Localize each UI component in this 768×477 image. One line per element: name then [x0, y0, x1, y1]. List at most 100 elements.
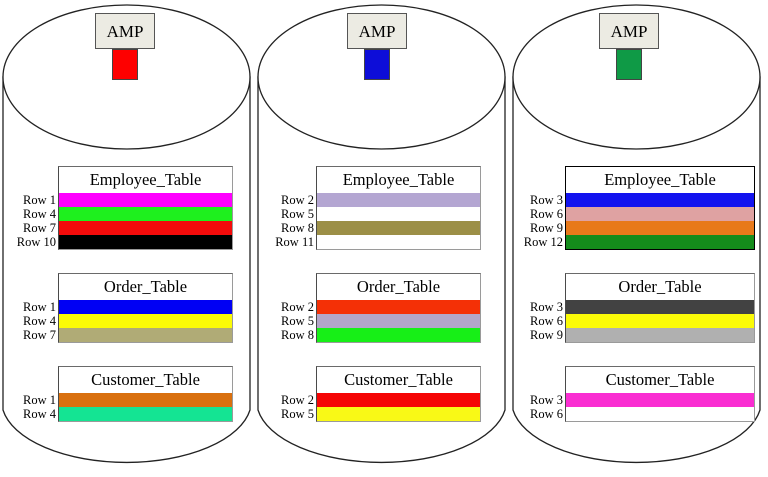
row-color-swatch [317, 328, 480, 343]
row-label: Row 3 [530, 393, 563, 408]
table-row[interactable]: Row 4 [23, 207, 232, 222]
table-title: Customer_Table [317, 367, 480, 394]
row-color-swatch [317, 235, 480, 250]
row-color-swatch [566, 235, 754, 250]
table-stack-3: Employee_Table Row 3 Row 6 Row 9 Row 12 [524, 166, 755, 423]
row-color-swatch [317, 300, 480, 315]
table-customer-1[interactable]: Customer_Table Row 1 Row 4 [23, 366, 233, 423]
table-order-3[interactable]: Order_Table Row 3 Row 6 Row 9 [530, 273, 755, 344]
row-color-swatch [59, 314, 232, 329]
row-color-swatch [317, 221, 480, 236]
row-label: Row 5 [281, 314, 314, 329]
table-stack-1: Employee_Table Row 1 Row 4 Row 7 Row 10 [17, 166, 233, 423]
amp-label-box-2: AMP [347, 13, 407, 49]
row-color-swatch [566, 221, 754, 236]
table-row[interactable]: Row 8 [281, 221, 480, 236]
row-color-swatch [317, 314, 480, 329]
table-row[interactable]: Row 1 [23, 300, 232, 315]
row-label: Row 6 [530, 206, 563, 221]
table-row[interactable]: Row 9 [530, 328, 754, 343]
table-row[interactable]: Row 6 [530, 407, 754, 422]
row-label: Row 11 [275, 234, 314, 249]
amp-label-text: AMP [610, 21, 648, 41]
table-row[interactable]: Row 6 [530, 314, 754, 329]
table-row[interactable]: Row 6 [530, 207, 754, 222]
amp-label-text: AMP [358, 21, 396, 41]
amp-disk-indicator-3 [616, 49, 642, 80]
row-color-swatch [59, 193, 232, 208]
row-label: Row 5 [281, 206, 314, 221]
row-color-swatch [317, 393, 480, 408]
row-label: Row 7 [23, 328, 56, 343]
table-employee-3[interactable]: Employee_Table Row 3 Row 6 Row 9 Row 12 [524, 166, 755, 251]
table-row[interactable]: Row 1 [23, 393, 232, 408]
amp-label-box-3: AMP [599, 13, 659, 49]
row-label: Row 1 [23, 192, 56, 207]
table-row[interactable]: Row 3 [530, 300, 754, 315]
table-title: Order_Table [59, 274, 232, 301]
row-color-swatch [59, 300, 232, 315]
table-employee-1[interactable]: Employee_Table Row 1 Row 4 Row 7 Row 10 [17, 166, 233, 251]
row-label: Row 3 [530, 192, 563, 207]
table-row[interactable]: Row 7 [23, 328, 232, 343]
row-color-swatch [566, 207, 754, 222]
table-title: Employee_Table [566, 167, 754, 194]
table-row[interactable]: Row 2 [281, 193, 480, 208]
amp-node-2[interactable]: AMP [347, 13, 407, 80]
row-color-swatch [317, 207, 480, 222]
table-title: Customer_Table [566, 367, 754, 394]
table-row[interactable]: Row 5 [281, 314, 480, 329]
row-label: Row 5 [281, 407, 314, 422]
table-rows: Row 3 Row 6 [530, 393, 754, 422]
row-color-swatch [566, 193, 754, 208]
amp-label-box-1: AMP [95, 13, 155, 49]
table-row[interactable]: Row 5 [281, 207, 480, 222]
row-label: Row 6 [530, 314, 563, 329]
table-row[interactable]: Row 3 [530, 193, 754, 208]
table-customer-3[interactable]: Customer_Table Row 3 Row 6 [530, 366, 755, 423]
row-color-swatch [59, 207, 232, 222]
amp-disk-indicator-2 [364, 49, 390, 80]
row-color-swatch [317, 193, 480, 208]
row-label: Row 8 [281, 220, 314, 235]
table-title: Order_Table [317, 274, 480, 301]
table-order-1[interactable]: Order_Table Row 1 Row 4 Row 7 [23, 273, 233, 344]
table-row[interactable]: Row 1 [23, 193, 232, 208]
table-title: Employee_Table [317, 167, 480, 194]
table-row[interactable]: Row 12 [524, 235, 754, 250]
amp-node-3[interactable]: AMP [599, 13, 659, 80]
table-title: Order_Table [566, 274, 754, 301]
table-row[interactable]: Row 4 [23, 314, 232, 329]
row-color-swatch [566, 314, 754, 329]
row-color-swatch [59, 407, 232, 422]
table-row[interactable]: Row 8 [281, 328, 480, 343]
table-row[interactable]: Row 2 [281, 393, 480, 408]
table-row[interactable]: Row 5 [281, 407, 480, 422]
row-label: Row 1 [23, 393, 56, 408]
table-row[interactable]: Row 2 [281, 300, 480, 315]
table-rows: Row 2 Row 5 [281, 393, 480, 422]
table-row[interactable]: Row 3 [530, 393, 754, 408]
row-label: Row 12 [523, 234, 563, 249]
table-row[interactable]: Row 7 [23, 221, 232, 236]
table-row[interactable]: Row 10 [17, 235, 232, 250]
table-rows: Row 2 Row 5 Row 8 Row 11 [275, 193, 480, 250]
table-order-2[interactable]: Order_Table Row 2 Row 5 Row 8 [281, 273, 481, 344]
row-label: Row 9 [530, 328, 563, 343]
table-title: Customer_Table [59, 367, 232, 394]
row-color-swatch [566, 393, 754, 408]
row-label: Row 2 [281, 300, 314, 315]
table-row[interactable]: Row 11 [275, 235, 480, 250]
table-employee-2[interactable]: Employee_Table Row 2 Row 5 Row 8 Row 11 [275, 166, 481, 251]
table-rows: Row 2 Row 5 Row 8 [281, 300, 480, 343]
table-row[interactable]: Row 9 [530, 221, 754, 236]
row-label: Row 2 [281, 192, 314, 207]
row-label: Row 4 [23, 407, 56, 422]
table-row[interactable]: Row 4 [23, 407, 232, 422]
row-label: Row 8 [281, 328, 314, 343]
amp-disk-indicator-1 [112, 49, 138, 80]
table-customer-2[interactable]: Customer_Table Row 2 Row 5 [281, 366, 481, 423]
amp-node-1[interactable]: AMP [95, 13, 155, 80]
row-color-swatch [317, 407, 480, 422]
table-rows: Row 1 Row 4 [23, 393, 232, 422]
